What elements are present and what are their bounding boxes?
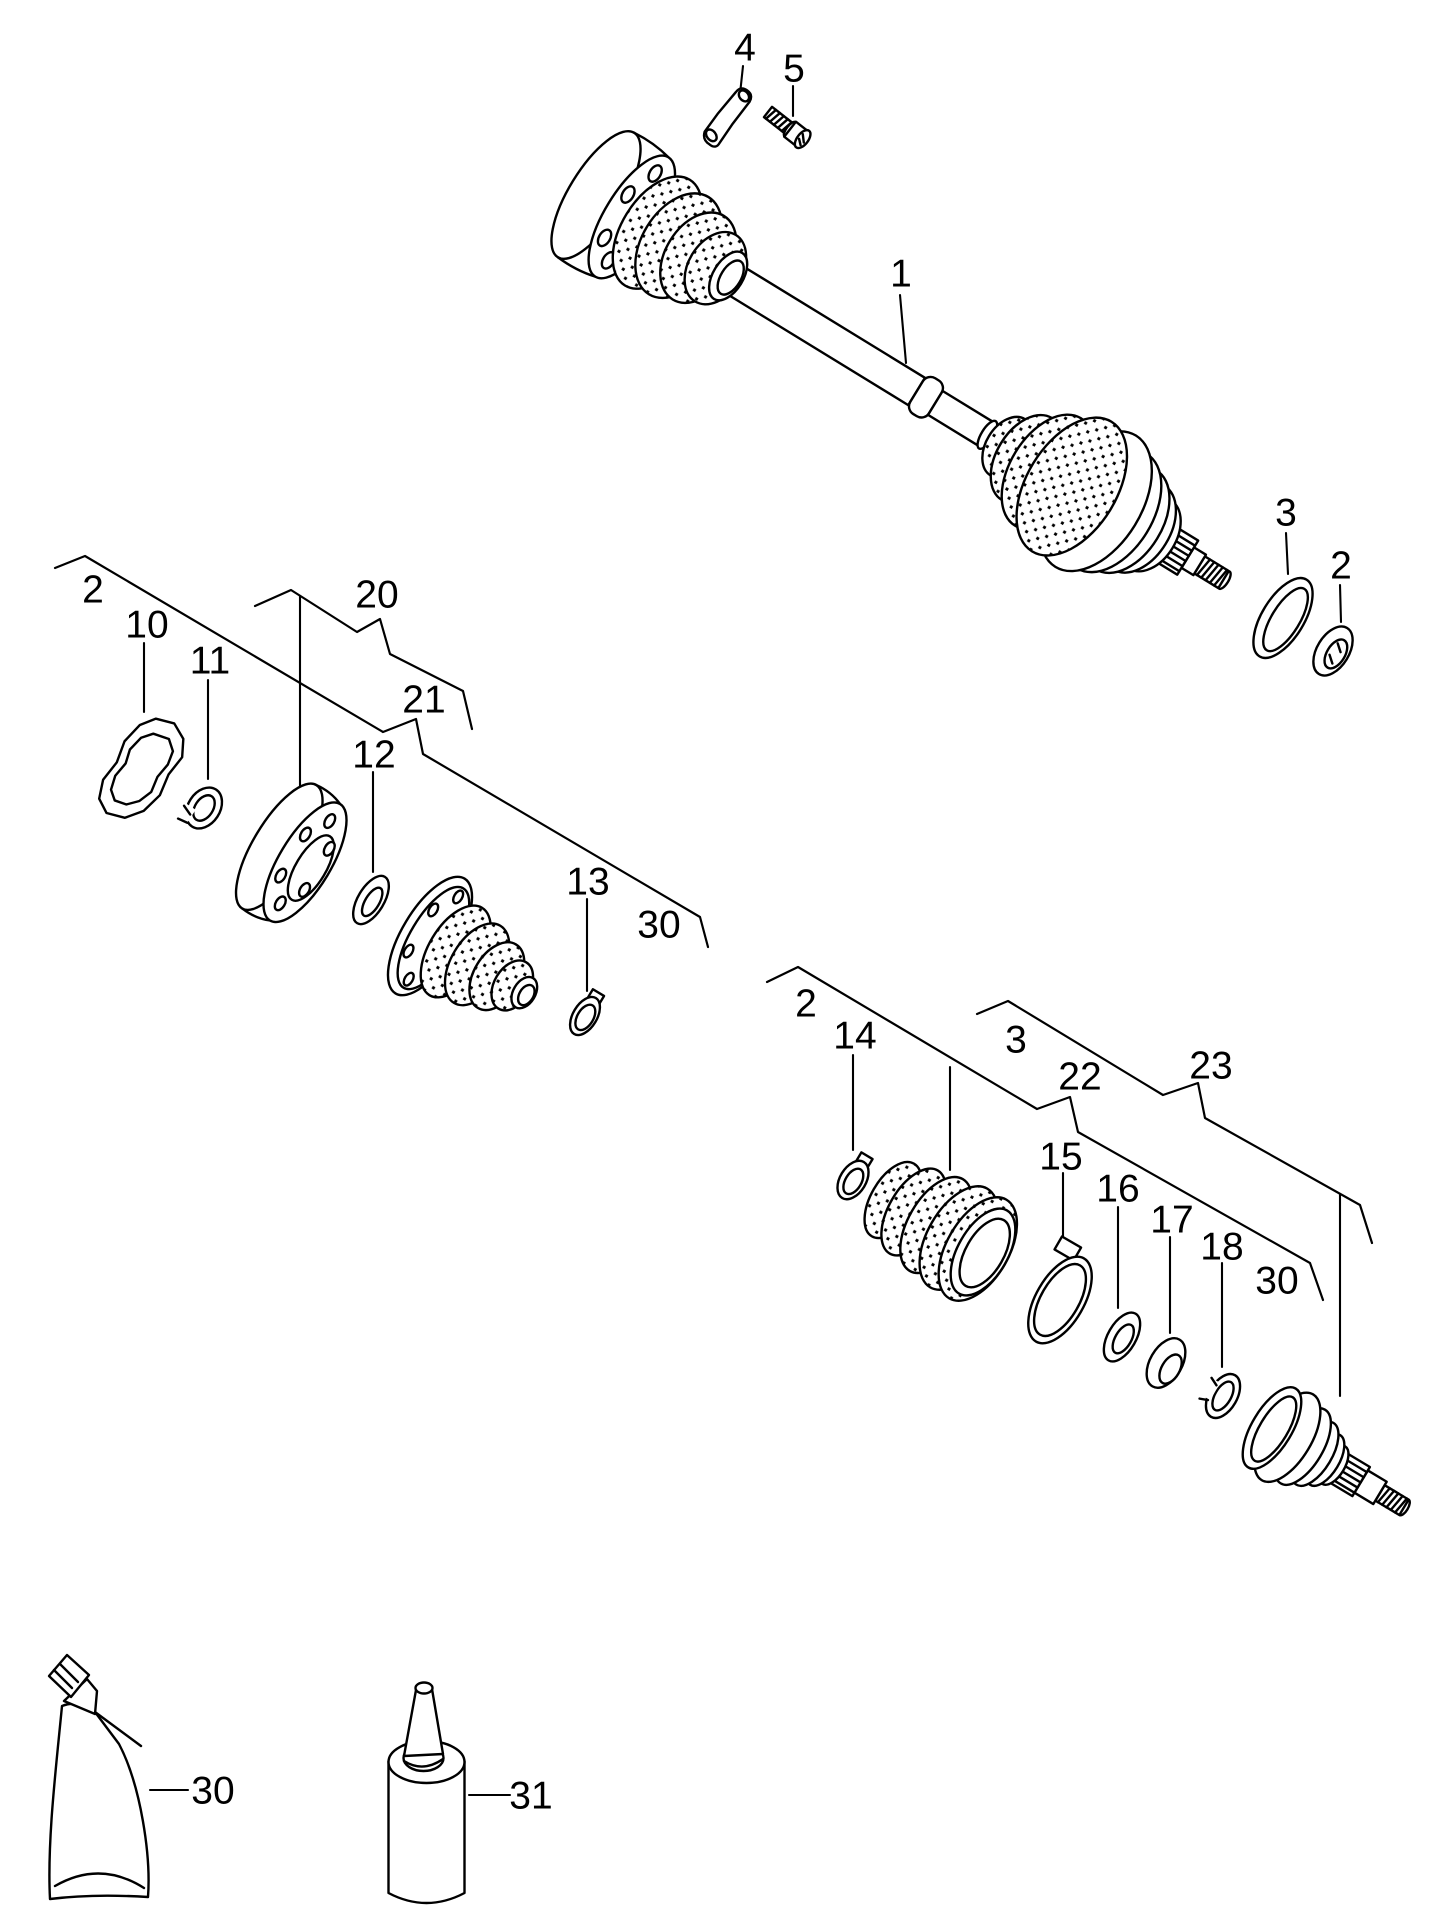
bracket-group-2-outer — [765, 965, 1325, 1302]
boot-clamp-13 — [568, 988, 606, 1037]
bracket-group-20 — [253, 588, 474, 731]
flange-gasket — [97, 717, 185, 819]
outer-cv-joint — [1241, 1386, 1411, 1517]
callout-brackets — [53, 554, 1374, 1302]
leader-line-1 — [898, 293, 908, 365]
thrust-washer-12 — [351, 874, 391, 926]
fluid-bottle — [387, 1681, 466, 1905]
washer-16 — [1102, 1311, 1142, 1363]
inner-joint-group — [97, 717, 606, 1037]
inner-cv-joint-with-boot — [386, 875, 539, 1012]
bracket-group-3-outer — [975, 999, 1374, 1245]
boot-clamp-15 — [1027, 1235, 1093, 1345]
part-label-3-shaft: 3 — [1275, 492, 1297, 535]
part-label-11: 11 — [190, 640, 231, 683]
part-label-3-outer: 3 — [1005, 1019, 1027, 1062]
part-label-15: 15 — [1039, 1136, 1082, 1179]
part-label-10: 10 — [125, 604, 168, 647]
ring-3 — [1252, 576, 1314, 660]
part-label-2-shaft: 2 — [1330, 545, 1352, 588]
part-label-2-outer: 2 — [795, 983, 817, 1026]
part-label-13: 13 — [566, 861, 609, 904]
part-label-30-inner: 30 — [637, 904, 680, 947]
outer-joint-boot — [863, 1160, 1019, 1302]
part-label-14: 14 — [833, 1015, 876, 1058]
part-label-18: 18 — [1200, 1226, 1243, 1269]
part-label-30-outer: 30 — [1255, 1260, 1298, 1303]
part-label-22: 22 — [1058, 1056, 1101, 1099]
part-label-1: 1 — [890, 253, 912, 296]
part-label-31: 31 — [509, 1775, 552, 1818]
leader-line-2-shaft — [1338, 583, 1343, 624]
bolt — [762, 105, 812, 150]
part-label-23: 23 — [1189, 1045, 1232, 1088]
part-label-17: 17 — [1150, 1199, 1193, 1242]
part-label-16: 16 — [1096, 1168, 1139, 1211]
dished-cap-17 — [1145, 1337, 1187, 1389]
bracket-group-2-inner — [53, 554, 710, 949]
part-label-20: 20 — [355, 574, 398, 617]
part-label-4: 4 — [734, 27, 756, 70]
cv-flange-disc — [234, 782, 348, 924]
part-label-30-tube: 30 — [191, 1770, 234, 1813]
part-label-5: 5 — [783, 48, 805, 91]
part-label-2-inner: 2 — [82, 569, 104, 612]
part-label-12: 12 — [352, 734, 395, 777]
securing-plate — [702, 87, 753, 148]
circlip-18 — [1198, 1372, 1242, 1420]
cap-nut-2 — [1312, 625, 1354, 677]
part-label-21: 21 — [402, 679, 445, 722]
leader-line-3-shaft — [1284, 531, 1290, 576]
outer-joint-group — [836, 1151, 1411, 1517]
boot-clamp-14 — [836, 1151, 874, 1201]
leader-lines — [142, 64, 1343, 1797]
drive-shaft-assembly — [550, 87, 1354, 677]
snap-ring-11 — [174, 786, 224, 830]
grease-tube — [47, 1653, 150, 1901]
shaft-with-joints — [550, 129, 1232, 591]
